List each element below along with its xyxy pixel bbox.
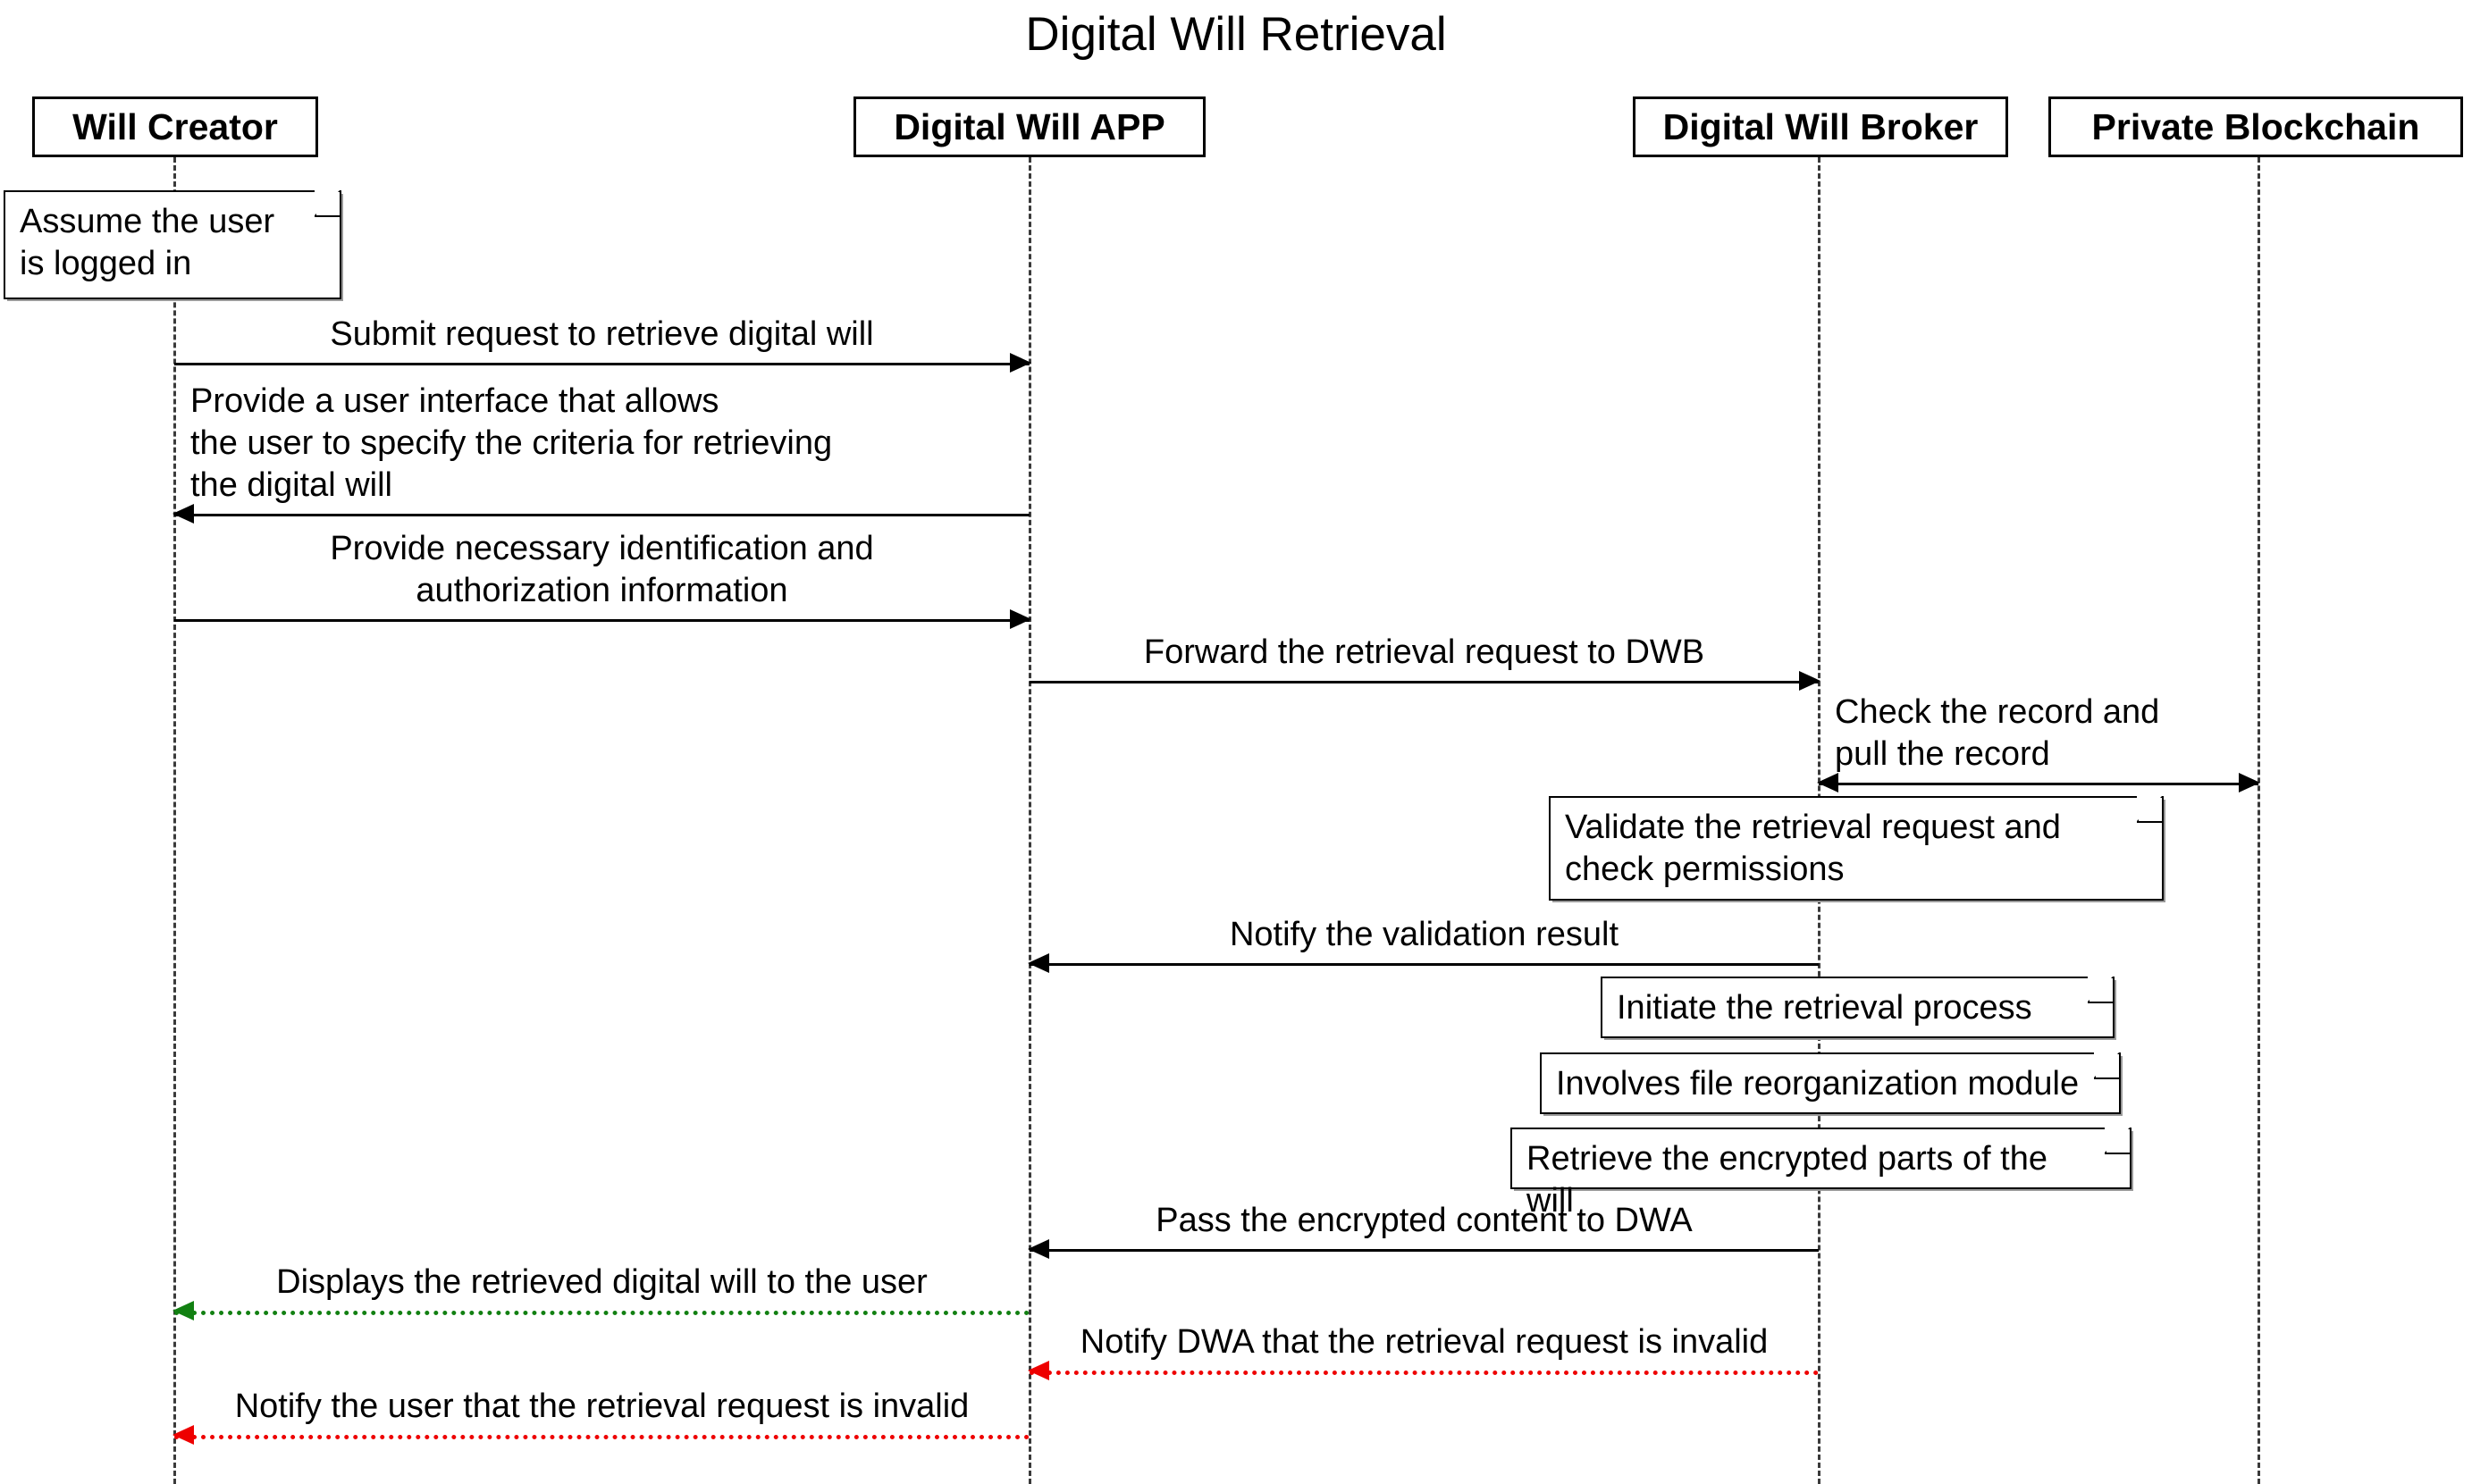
message-line xyxy=(174,514,1030,516)
message-label: Displays the retrieved digital will to t… xyxy=(276,1263,928,1301)
note-retrieve-parts[interactable]: Retrieve the encrypted parts of the will xyxy=(1510,1128,2131,1220)
message-line xyxy=(1030,963,1819,966)
message-line xyxy=(1030,1249,1819,1252)
arrowhead-left-icon xyxy=(1028,1239,1049,1259)
participant-label: Digital Will Broker xyxy=(1662,105,1979,147)
lifeline-private-blockchain xyxy=(2258,157,2260,1484)
arrowhead-left-icon xyxy=(172,1301,194,1321)
page-title: Digital Will Retrieval xyxy=(1025,8,1447,61)
note-text: Involves file reorganization module xyxy=(1556,1065,2080,1103)
message-line xyxy=(1030,1371,1819,1375)
message-label: Check the record and pull the record xyxy=(1835,693,2160,773)
participant-will-creator[interactable]: Will Creator xyxy=(32,96,318,157)
message-line xyxy=(1819,783,2258,785)
note-fold-corner-icon xyxy=(2088,977,2113,1003)
note-assume-logged-in[interactable]: Assume the user is logged in xyxy=(4,190,341,299)
arrowhead-left-icon xyxy=(172,504,194,524)
note-text: Assume the user is logged in xyxy=(20,203,275,282)
arrowhead-right-icon xyxy=(1010,609,1031,629)
participant-private-blockchain[interactable]: Private Blockchain xyxy=(2048,96,2463,157)
message-label: Notify the user that the retrieval reque… xyxy=(234,1388,970,1425)
message-label: Submit request to retrieve digital will xyxy=(330,315,874,353)
arrowhead-right-icon xyxy=(1010,353,1031,373)
note-text: Initiate the retrieval process xyxy=(1617,989,2032,1027)
message-line xyxy=(174,619,1030,622)
message-label: Notify DWA that the retrieval request is… xyxy=(1080,1323,1769,1361)
participant-digital-will-broker[interactable]: Digital Will Broker xyxy=(1633,96,2008,157)
note-fold-corner-icon xyxy=(315,190,340,217)
arrowhead-right-icon xyxy=(2239,773,2260,792)
message-line xyxy=(174,1311,1030,1315)
arrowhead-left-icon xyxy=(172,1425,194,1445)
message-label: Notify the validation result xyxy=(1229,916,1619,953)
lifeline-digital-will-app xyxy=(1029,157,1031,1484)
arrowhead-left-icon xyxy=(1028,953,1049,973)
message-line xyxy=(174,1435,1030,1439)
note-initiate-retrieval[interactable]: Initiate the retrieval process xyxy=(1601,977,2115,1038)
note-text: Validate the retrieval request and check… xyxy=(1565,809,2061,888)
message-label: Forward the retrieval request to DWB xyxy=(1143,633,1705,671)
participant-digital-will-app[interactable]: Digital Will APP xyxy=(853,96,1206,157)
note-fold-corner-icon xyxy=(2094,1052,2119,1079)
message-label: Pass the encrypted content to DWA xyxy=(1156,1202,1693,1239)
arrowhead-left-icon xyxy=(1817,773,1838,792)
note-file-reorg[interactable]: Involves file reorganization module xyxy=(1540,1052,2121,1114)
participant-label: Will Creator xyxy=(72,105,278,147)
note-fold-corner-icon xyxy=(2105,1128,2130,1154)
note-text: Retrieve the encrypted parts of the will xyxy=(1526,1140,2047,1220)
arrowhead-right-icon xyxy=(1799,671,1820,691)
message-label: Provide necessary identification and aut… xyxy=(330,530,874,609)
lifeline-will-creator xyxy=(173,157,176,1484)
participant-label: Digital Will APP xyxy=(894,105,1165,147)
message-label: Provide a user interface that allows the… xyxy=(190,382,833,504)
message-line xyxy=(174,363,1030,365)
note-fold-corner-icon xyxy=(2137,796,2162,823)
message-line xyxy=(1030,681,1819,683)
note-validate-request[interactable]: Validate the retrieval request and check… xyxy=(1549,796,2164,901)
arrowhead-left-icon xyxy=(1028,1361,1049,1380)
participant-label: Private Blockchain xyxy=(2091,105,2420,147)
